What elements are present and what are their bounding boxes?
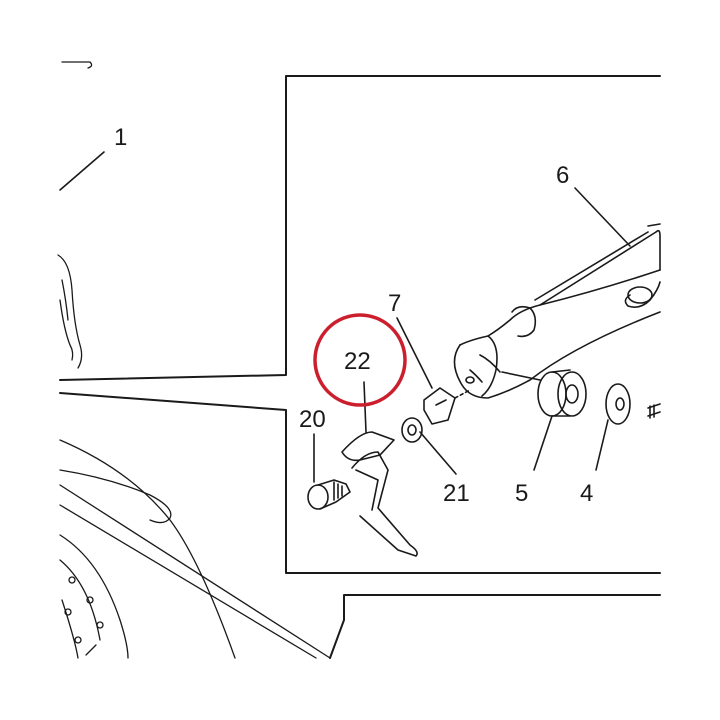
- part-21-washer: [401, 417, 423, 443]
- highlight-ring: [313, 313, 407, 407]
- part-7-clip: [423, 387, 456, 425]
- callout-7: 7: [388, 290, 402, 317]
- callout-5: 5: [515, 480, 529, 507]
- part-22-spring: [341, 431, 418, 557]
- leader-5: [533, 415, 553, 471]
- callout-6: 6: [556, 162, 570, 189]
- leader-4: [595, 419, 609, 471]
- leader-21: [419, 431, 457, 475]
- part-20-screw: [307, 479, 351, 510]
- callout-20: 20: [299, 406, 326, 433]
- callout-21: 21: [443, 480, 470, 507]
- leader-7: [396, 317, 433, 389]
- callout-4: 4: [580, 480, 594, 507]
- vehicle-outline: [57, 61, 331, 659]
- detail-frame: [59, 75, 661, 659]
- part-5-bushing: [537, 369, 587, 417]
- callout-1: 1: [114, 124, 128, 151]
- axle-line: [454, 389, 471, 399]
- part-4-washer: [605, 383, 661, 425]
- part-6-bracket: [453, 223, 661, 399]
- callout-22[interactable]: 22: [344, 348, 371, 375]
- leader-22: [363, 381, 367, 433]
- leader-6: [574, 187, 631, 247]
- leader-1: [59, 151, 105, 191]
